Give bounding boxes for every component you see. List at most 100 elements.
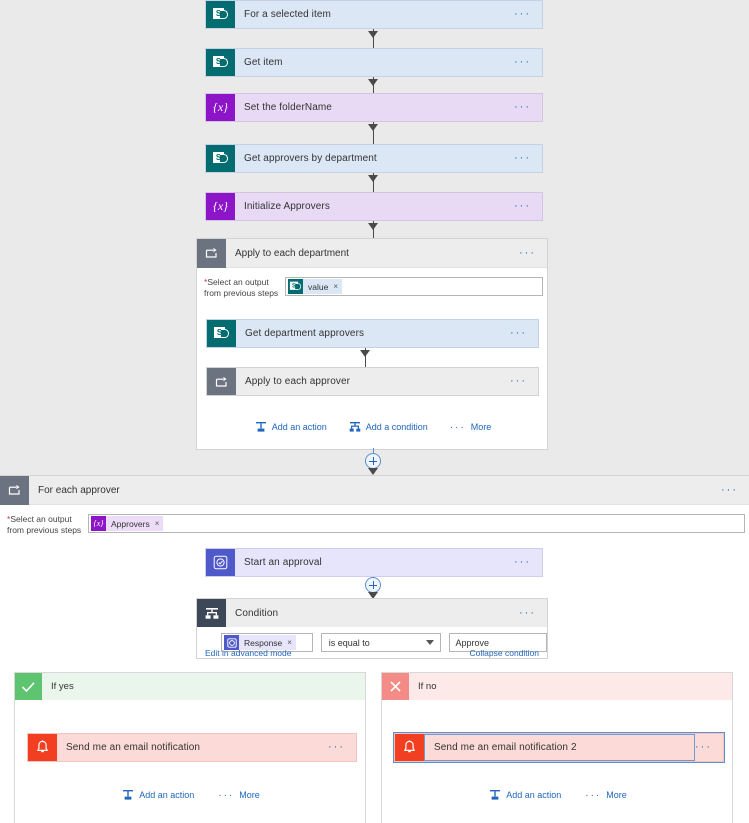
scope-title: For each approver xyxy=(38,484,120,496)
loop-icon xyxy=(0,475,29,505)
condition-title: Condition xyxy=(235,607,279,619)
more-button[interactable]: ··· More xyxy=(585,790,627,801)
add-an-action-button[interactable]: Add an action xyxy=(489,789,561,801)
variable-icon: {x} xyxy=(91,516,106,531)
flow-step-card[interactable]: S Get approvers by department ··· xyxy=(205,144,543,173)
add-an-action-label: Add an action xyxy=(506,790,562,800)
connector-line xyxy=(373,221,374,246)
add-a-condition-button[interactable]: Add a condition xyxy=(349,421,428,433)
add-an-action-button[interactable]: Add an action xyxy=(122,789,194,801)
select-output-label-line2: from previous steps xyxy=(204,288,279,298)
branch-header: If yes xyxy=(15,673,365,700)
more-dots-icon: ··· xyxy=(449,421,466,433)
condition-icon xyxy=(197,599,226,627)
edit-in-advanced-mode-link[interactable]: Edit in advanced mode xyxy=(205,648,292,658)
more-button[interactable]: ··· More xyxy=(218,790,260,801)
close-icon xyxy=(382,673,409,700)
scope-footer-links: Add an action Add a condition ··· More xyxy=(197,421,549,433)
scope-apply-to-each-department[interactable]: Apply to each department ··· *Select an … xyxy=(196,238,548,450)
insert-step-button[interactable] xyxy=(365,577,381,597)
loop-icon xyxy=(197,238,226,268)
select-output-label-line2: from previous steps xyxy=(7,525,82,535)
flow-step-card[interactable]: Apply to each approver ··· xyxy=(206,367,539,396)
select-output-input[interactable]: S value × xyxy=(285,277,543,296)
overflow-menu-icon[interactable]: ··· xyxy=(721,484,738,496)
flow-step-card[interactable]: Send me an email notification 2 ··· xyxy=(393,732,725,763)
overflow-menu-icon[interactable]: ··· xyxy=(695,741,712,753)
token-label: value xyxy=(308,281,329,292)
overflow-menu-icon[interactable]: ··· xyxy=(514,200,531,212)
required-marker: * xyxy=(7,514,11,524)
more-label: More xyxy=(239,790,260,800)
flow-step-card[interactable]: Start an approval ··· xyxy=(205,548,543,577)
branch-if-yes: If yes Send me an email notification ··· xyxy=(14,672,366,823)
select-output-input[interactable]: {x} Approvers × xyxy=(88,514,745,533)
flow-step-card[interactable]: {x} Initialize Approvers ··· xyxy=(205,192,543,221)
select-output-label: *Select an output from previous steps xyxy=(0,514,88,536)
token-pill-approvers[interactable]: {x} Approvers × xyxy=(91,516,164,531)
branch-label: If yes xyxy=(51,681,74,692)
overflow-menu-icon[interactable]: ··· xyxy=(514,101,531,113)
branch-footer-links: Add an action ··· More xyxy=(15,789,367,801)
flow-step-title: Start an approval xyxy=(244,557,322,568)
token-remove-icon[interactable]: × xyxy=(287,638,292,647)
flow-step-card[interactable]: Send me an email notification ··· xyxy=(27,733,357,762)
token-pill-value[interactable]: S value × xyxy=(288,279,342,294)
overflow-menu-icon[interactable]: ··· xyxy=(510,375,527,387)
flow-step-card[interactable]: S Get department approvers ··· xyxy=(206,319,539,348)
connector-line xyxy=(373,77,374,102)
more-label: More xyxy=(470,422,492,432)
insert-step-button[interactable] xyxy=(365,448,381,473)
overflow-menu-icon[interactable]: ··· xyxy=(514,556,531,568)
flow-step-card[interactable]: {x} Set the folderName ··· xyxy=(205,93,543,122)
flow-step-title: Get department approvers xyxy=(245,328,365,339)
token-pill-response[interactable]: Response × xyxy=(224,635,296,650)
overflow-menu-icon[interactable]: ··· xyxy=(514,152,531,164)
branch-footer-links: Add an action ··· More xyxy=(382,789,734,801)
condition-operator-select[interactable]: is equal to xyxy=(320,633,441,652)
condition-left-operand-input[interactable]: Response × xyxy=(221,633,313,652)
condition-right-operand-input[interactable]: Approve xyxy=(448,633,547,652)
connector-arrow-icon xyxy=(368,223,378,230)
more-dots-icon: ··· xyxy=(585,789,602,801)
add-condition-icon xyxy=(349,422,361,432)
token-label: Response xyxy=(244,637,283,648)
flow-step-card[interactable]: S For a selected item ··· xyxy=(205,0,543,29)
overflow-menu-icon[interactable]: ··· xyxy=(514,56,531,68)
more-button[interactable]: ··· More xyxy=(450,422,492,433)
select-output-row: *Select an output from previous steps {x… xyxy=(0,505,749,536)
overflow-menu-icon[interactable]: ··· xyxy=(510,327,527,339)
plus-icon xyxy=(365,577,381,593)
scope-header[interactable]: For each approver ··· xyxy=(0,475,749,505)
token-remove-icon[interactable]: × xyxy=(333,282,338,291)
chevron-down-icon xyxy=(425,640,434,645)
loop-icon xyxy=(207,368,236,395)
variable-icon: {x} xyxy=(206,94,235,121)
overflow-menu-icon[interactable]: ··· xyxy=(519,247,536,259)
add-action-icon xyxy=(255,422,266,432)
notification-icon xyxy=(395,734,424,761)
scope-for-each-approver[interactable]: For each approver ··· *Select an output … xyxy=(0,475,749,823)
add-an-action-label: Add an action xyxy=(271,422,327,432)
overflow-menu-icon[interactable]: ··· xyxy=(328,741,345,753)
branch-header: If no xyxy=(382,673,732,700)
scope-title: Apply to each department xyxy=(235,247,349,259)
token-remove-icon[interactable]: × xyxy=(154,519,160,528)
collapse-condition-link[interactable]: Collapse condition xyxy=(469,648,539,658)
overflow-menu-icon[interactable]: ··· xyxy=(514,8,531,20)
overflow-menu-icon[interactable]: ··· xyxy=(519,606,536,619)
sharepoint-icon: S xyxy=(206,1,235,28)
flow-step-title: Get approvers by department xyxy=(244,153,377,164)
approvals-icon xyxy=(224,635,239,650)
more-dots-icon: ··· xyxy=(218,789,235,801)
select-output-label-line1: Select an output xyxy=(10,514,72,524)
scope-header[interactable]: Apply to each department ··· xyxy=(197,238,547,268)
add-an-action-button[interactable]: Add an action xyxy=(255,421,327,433)
flow-step-title: Set the folderName xyxy=(244,102,332,113)
flow-step-card[interactable]: S Get item ··· xyxy=(205,48,543,77)
connector-line xyxy=(372,448,374,453)
condition-header[interactable]: Condition ··· xyxy=(196,598,548,627)
connector-line xyxy=(373,173,374,198)
sharepoint-icon: S xyxy=(206,145,235,172)
connector-arrow-icon xyxy=(368,79,378,86)
